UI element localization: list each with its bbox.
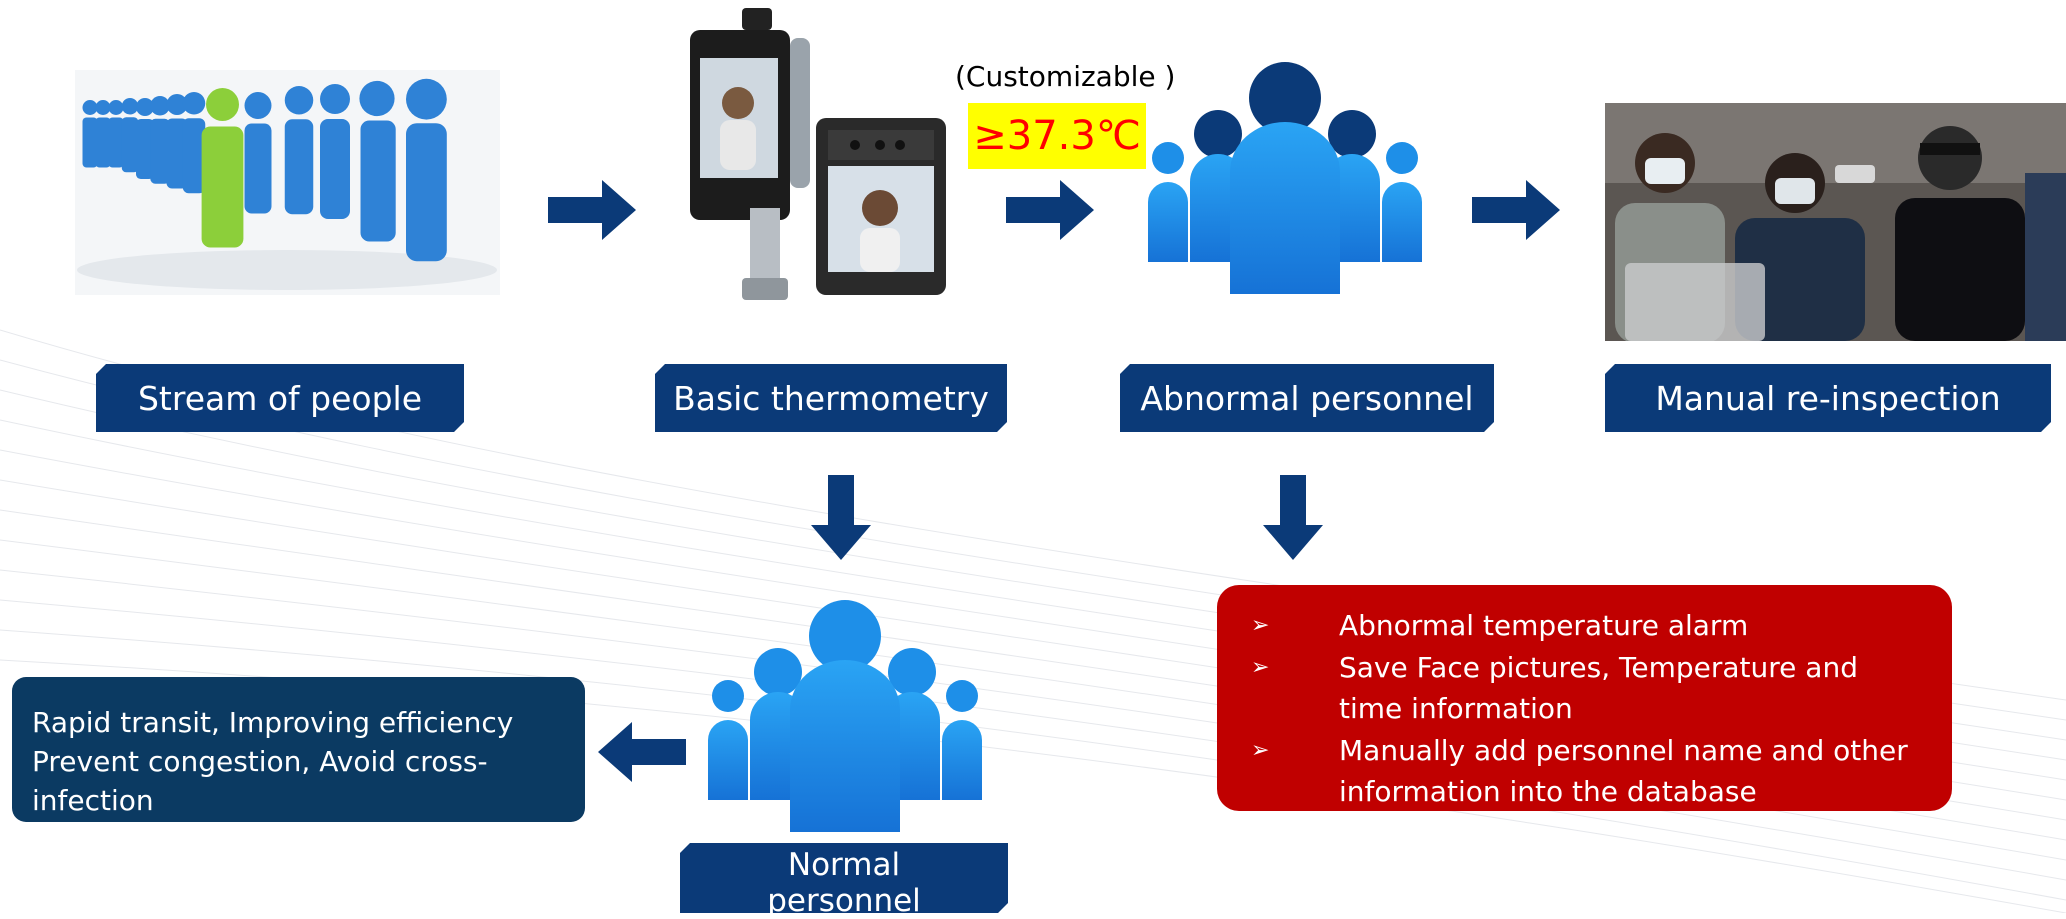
label-basic-thermometry: Basic thermometry	[655, 364, 1007, 432]
benefits-line-2: Prevent congestion, Avoid cross-infectio…	[32, 745, 488, 817]
benefits-line-1: Rapid transit, Improving efficiency	[32, 706, 514, 739]
arrow-thermometry-to-abnormal	[1006, 180, 1094, 240]
arrow-abnormal-to-alarm	[1263, 475, 1323, 560]
alarm-item-1: Abnormal temperature alarm	[1339, 609, 1749, 642]
benefits-box: Rapid transit, Improving efficiency Prev…	[12, 677, 585, 822]
alarm-item-3: Manually add personnel name and other in…	[1339, 734, 1908, 808]
abnormal-personnel-icon	[1148, 62, 1422, 294]
temperature-threshold: ≥37.3℃	[968, 103, 1146, 169]
arrow-abnormal-to-manual	[1472, 180, 1560, 240]
list-item: ➢ Abnormal temperature alarm	[1247, 605, 1922, 646]
bullet-arrow-icon: ➢	[1251, 613, 1270, 638]
alarm-item-2: Save Face pictures, Temperature and time…	[1339, 651, 1858, 725]
arrow-stream-to-thermometry	[548, 180, 636, 240]
bullet-arrow-icon: ➢	[1251, 655, 1270, 680]
abnormal-actions-box: ➢ Abnormal temperature alarm ➢ Save Face…	[1217, 585, 1952, 811]
list-item: ➢ Save Face pictures, Temperature and ti…	[1247, 647, 1922, 729]
normal-personnel-icon	[708, 600, 982, 832]
label-normal-personnel: Normal personnel	[680, 843, 1008, 913]
bullet-arrow-icon: ➢	[1251, 738, 1270, 763]
list-item: ➢ Manually add personnel name and other …	[1247, 730, 1922, 812]
thermometry-device-image	[690, 8, 946, 300]
label-normal-personnel-text: Normal personnel	[767, 847, 921, 919]
abnormal-actions-list: ➢ Abnormal temperature alarm ➢ Save Face…	[1247, 605, 1922, 812]
label-manual-reinspection: Manual re-inspection	[1605, 364, 2051, 432]
label-stream-of-people: Stream of people	[96, 364, 464, 432]
stream-of-people-image	[75, 70, 500, 295]
label-abnormal-personnel: Abnormal personnel	[1120, 364, 1494, 432]
arrow-thermometry-to-normal	[811, 475, 871, 560]
manual-reinspection-photo	[1605, 103, 2066, 341]
customizable-note: (Customizable )	[955, 60, 1176, 93]
arrow-normal-to-benefits	[598, 722, 686, 782]
